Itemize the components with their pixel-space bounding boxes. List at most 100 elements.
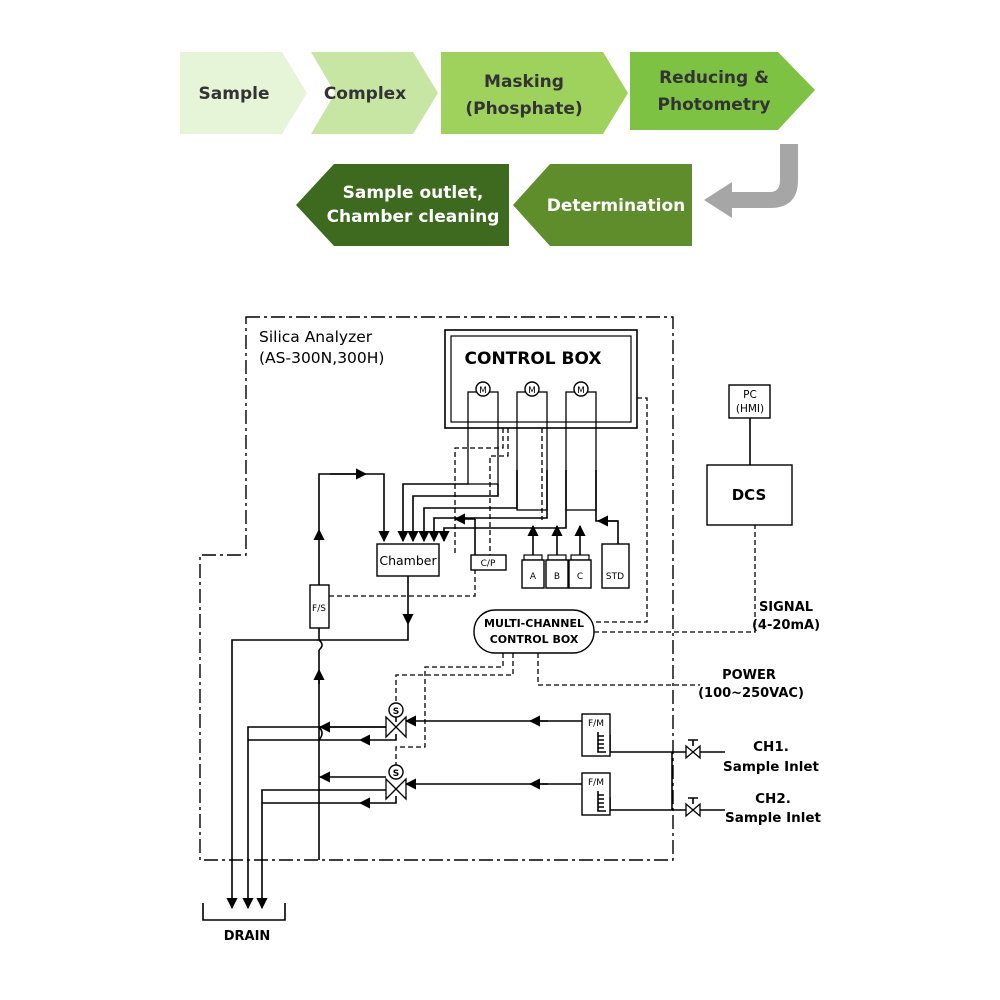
fm-1-box xyxy=(581,713,611,757)
inlet-valve-1 xyxy=(685,739,701,760)
cp-pump: C/P xyxy=(470,554,507,571)
motor-1-icon xyxy=(475,381,491,397)
fm-2-label: F/M xyxy=(588,778,604,788)
dcs-label: DCS xyxy=(732,486,767,504)
step-outlet-label-1: Sample outlet, xyxy=(343,183,484,203)
fm-1-label: F/M xyxy=(588,719,604,729)
step-sample-chevron xyxy=(180,52,307,134)
std-bottle: STD xyxy=(601,543,630,589)
reagent-c-bottle xyxy=(568,559,592,589)
step-complex-label: Complex xyxy=(324,84,406,104)
step-determination: Determination xyxy=(513,164,692,246)
control-box-inner xyxy=(450,335,632,423)
power-label-2: (100~250VAC) xyxy=(698,686,804,701)
flow-switch: F/S xyxy=(309,468,476,860)
ch2-label-1: CH2. xyxy=(755,791,791,807)
drain-basin xyxy=(202,903,286,921)
reagent-b-cap xyxy=(547,554,567,561)
ch1-label-1: CH1. xyxy=(753,739,789,755)
solenoid-1-label: S xyxy=(393,707,399,717)
motor-3: M xyxy=(565,381,597,511)
flow-meter-1: F/M xyxy=(581,713,611,757)
drain-lines xyxy=(226,624,409,910)
channel-lines xyxy=(404,715,725,811)
pc-label-2: (HMI) xyxy=(736,403,764,415)
motor-1-label: M xyxy=(479,386,487,396)
motor-3-icon xyxy=(573,381,589,397)
control-signal-lines xyxy=(454,397,648,623)
multi-channel-label-2: CONTROL BOX xyxy=(490,633,579,646)
step-outlet: Sample outlet, Chamber cleaning xyxy=(296,164,509,246)
chamber-feed-lines xyxy=(397,470,619,556)
step-masking-label-2: (Phosphate) xyxy=(465,99,582,119)
inlet-valve-2 xyxy=(685,797,701,818)
control-box: CONTROL BOX xyxy=(444,329,638,429)
ch1-label-2: Sample Inlet xyxy=(723,759,819,775)
step-determination-chevron xyxy=(513,164,692,246)
cp-label: C/P xyxy=(481,559,496,569)
reagent-c-cap xyxy=(570,554,590,561)
motor-3-label: M xyxy=(577,386,585,396)
reagent-a-label: A xyxy=(530,572,537,582)
process-flow: Sample Complex Masking (Phosphate) Reduc… xyxy=(180,52,815,246)
multi-channel-label-1: MULTI-CHANNEL xyxy=(484,617,584,630)
multi-channel-box: MULTI-CHANNEL CONTROL BOX xyxy=(473,609,595,654)
analyzer-model: (AS-300N,300H) xyxy=(259,349,384,367)
analyzer-enclosure xyxy=(199,316,674,861)
motor-2: M xyxy=(516,381,548,511)
solenoid-2-label: S xyxy=(393,769,399,779)
flow-meter-2: F/M xyxy=(581,772,611,816)
drain: DRAIN xyxy=(202,903,286,944)
step-masking-label-1: Masking xyxy=(484,72,564,92)
reagent-lines xyxy=(527,524,586,556)
step-complex: Complex xyxy=(311,52,438,134)
fm-2-box xyxy=(581,772,611,816)
inlet-valve-2-icon xyxy=(685,802,701,818)
step-masking: Masking (Phosphate) xyxy=(441,52,628,134)
motor-1: M xyxy=(467,381,499,485)
step-reducing: Reducing & Photometry xyxy=(630,52,815,130)
reagent-c: C xyxy=(568,554,592,589)
std-label: STD xyxy=(606,572,624,582)
control-box-label: CONTROL BOX xyxy=(465,349,602,369)
fs-label: F/S xyxy=(312,604,326,614)
step-outlet-chevron xyxy=(296,164,509,246)
dcs-box xyxy=(706,464,793,526)
std-bottle-body xyxy=(601,543,630,589)
chamber: Chamber xyxy=(376,543,440,577)
return-arrow xyxy=(704,144,798,218)
solenoid-2-icon xyxy=(388,764,404,780)
step-reducing-chevron xyxy=(630,52,815,130)
solenoid-valve-1: S xyxy=(248,702,407,746)
signal-label-2: (4-20mA) xyxy=(752,618,820,633)
motor-2-icon xyxy=(524,381,540,397)
inlet-valve-1-icon xyxy=(685,744,701,760)
step-reducing-label-1: Reducing & xyxy=(659,68,769,88)
dcs: DCS xyxy=(706,464,793,526)
cp-box xyxy=(470,554,507,571)
solenoid-valve-2: S xyxy=(262,764,407,809)
step-determination-label: Determination xyxy=(547,196,686,216)
reagent-a: A xyxy=(521,554,545,589)
step-outlet-label-2: Chamber cleaning xyxy=(327,207,500,227)
reagent-a-bottle xyxy=(521,559,545,589)
step-complex-chevron xyxy=(311,52,438,134)
ch2-label-2: Sample Inlet xyxy=(725,810,821,826)
chamber-box xyxy=(376,543,440,577)
reagent-b-bottle xyxy=(545,559,569,589)
reagent-b-label: B xyxy=(554,572,560,582)
step-masking-chevron xyxy=(441,52,628,134)
control-box-outer xyxy=(444,329,638,429)
step-sample: Sample xyxy=(180,52,307,134)
motor-2-label: M xyxy=(528,386,536,396)
schematic: Silica Analyzer (AS-300N,300H) CONTROL B… xyxy=(199,316,822,944)
drain-label: DRAIN xyxy=(224,929,271,944)
step-reducing-label-2: Photometry xyxy=(658,95,771,115)
analyzer-title: Silica Analyzer xyxy=(259,328,373,346)
power-label-1: POWER xyxy=(722,668,776,683)
pc-label-1: PC xyxy=(743,389,757,401)
signal-label-1: SIGNAL xyxy=(759,600,813,615)
reagent-a-cap xyxy=(523,554,543,561)
chamber-label: Chamber xyxy=(379,553,437,568)
